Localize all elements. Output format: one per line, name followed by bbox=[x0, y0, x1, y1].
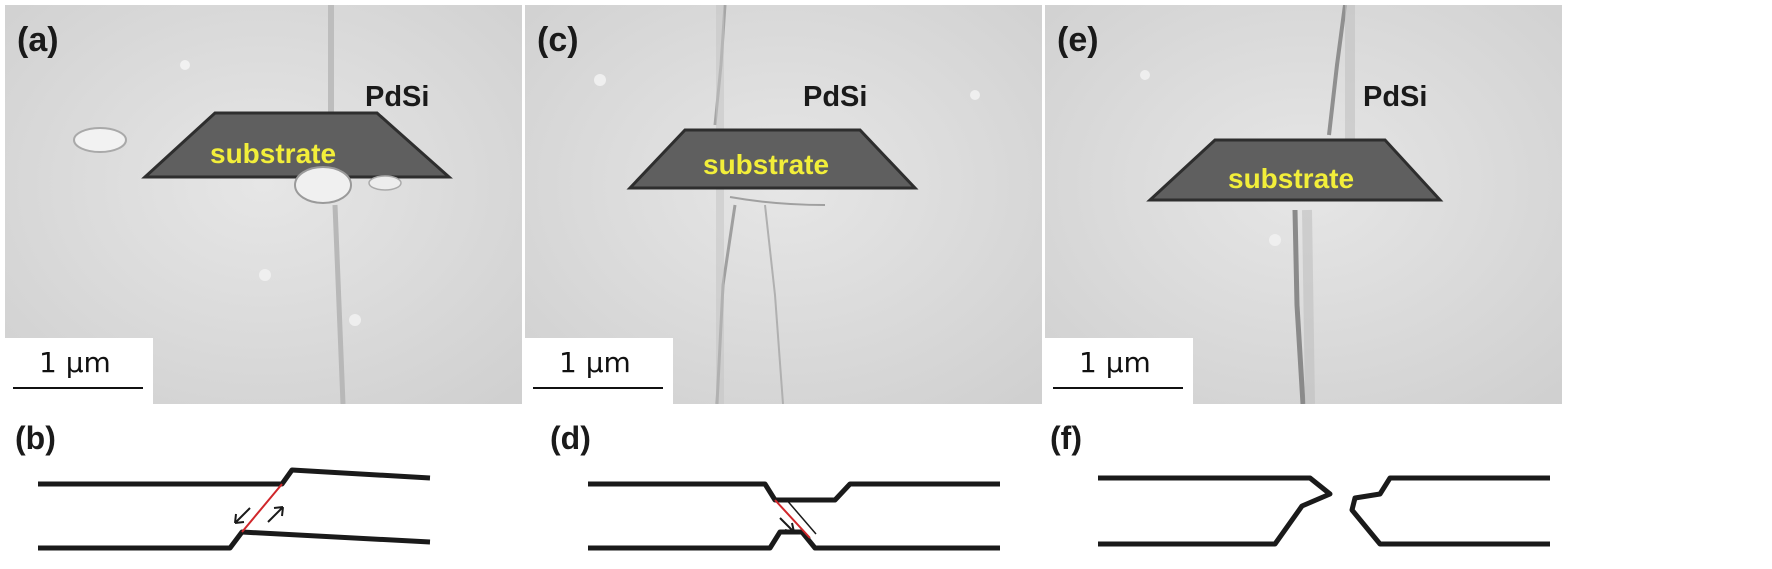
pdsi-label: PdSi bbox=[803, 81, 868, 113]
substrate-label: substrate bbox=[703, 149, 830, 180]
substrate-label: substrate bbox=[210, 138, 337, 169]
schematic-label-b: (b) bbox=[15, 420, 56, 456]
scale-bar bbox=[1053, 387, 1183, 389]
sem-panel-e: (e) PdSi substrate 1 μm bbox=[1045, 5, 1562, 404]
scale-bar-label: 1 μm bbox=[559, 346, 631, 379]
substrate-label: substrate bbox=[1228, 163, 1355, 194]
scale-bar-label: 1 μm bbox=[1079, 346, 1151, 379]
panel-label: (a) bbox=[17, 21, 59, 59]
schematic-label-d: (d) bbox=[550, 420, 591, 456]
schematic-b bbox=[38, 467, 431, 551]
sem-image-a bbox=[5, 5, 522, 404]
schematic-label-f: (f) bbox=[1050, 420, 1082, 456]
schematic-d bbox=[588, 481, 1000, 551]
scale-bar-box: 1 μm bbox=[525, 338, 673, 404]
sem-image-c bbox=[525, 5, 1042, 404]
scale-bar-box: 1 μm bbox=[5, 338, 153, 404]
panel-label: (e) bbox=[1057, 21, 1099, 59]
scale-bar bbox=[533, 387, 663, 389]
scale-bar-box: 1 μm bbox=[1045, 338, 1193, 404]
schematic-f bbox=[1098, 475, 1550, 547]
panel-label: (c) bbox=[537, 21, 579, 59]
sem-panel-a: (a) PdSi substrate 1 μm bbox=[5, 5, 522, 404]
scale-bar-label: 1 μm bbox=[39, 346, 111, 379]
scale-bar bbox=[13, 387, 143, 389]
pdsi-label: PdSi bbox=[1363, 81, 1428, 113]
sem-image-e bbox=[1045, 5, 1562, 404]
sem-panel-c: (c) PdSi substrate 1 μm bbox=[525, 5, 1042, 404]
pdsi-label: PdSi bbox=[365, 81, 430, 113]
